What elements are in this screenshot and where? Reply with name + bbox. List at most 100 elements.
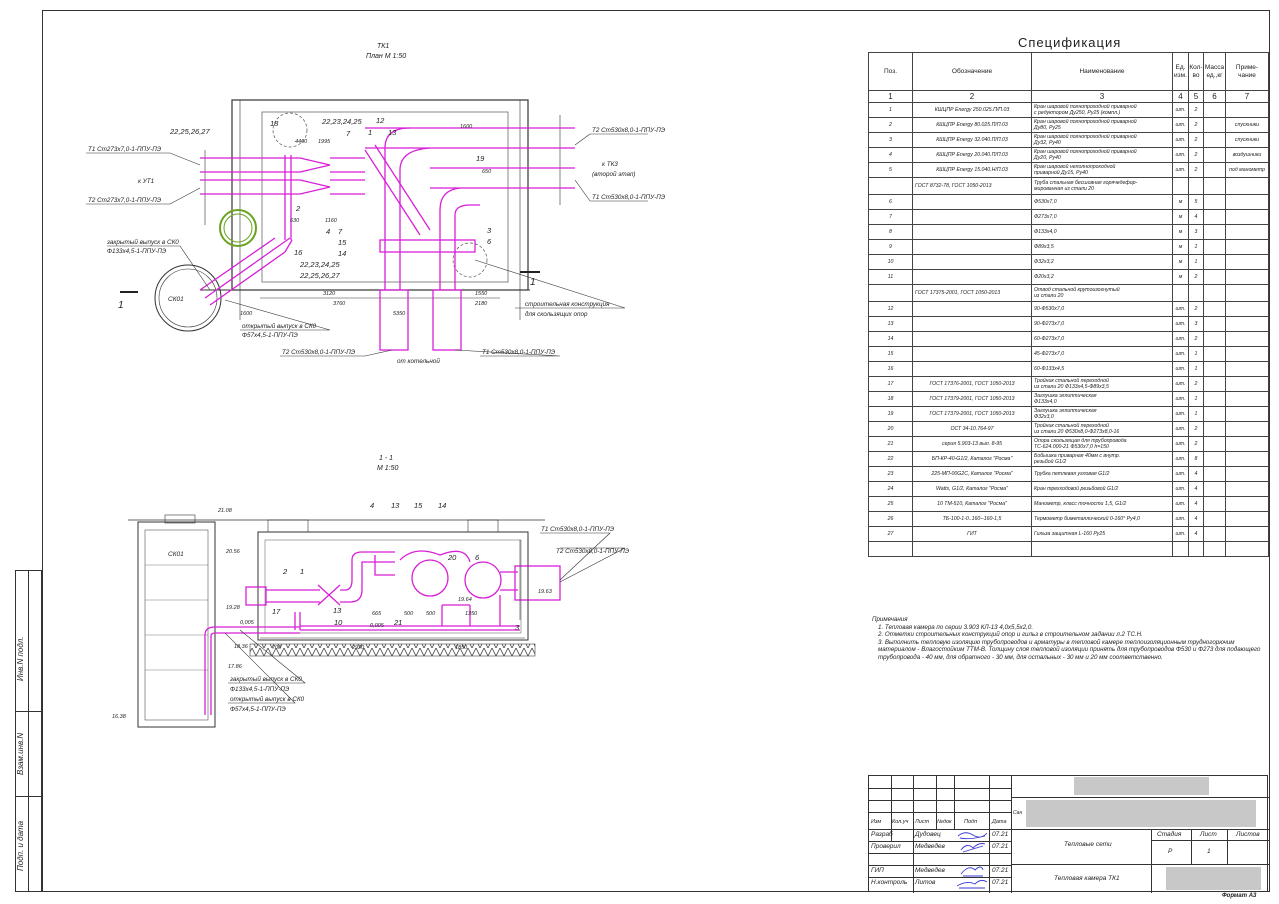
spec-cell-name: 45-Ф273х7,0 — [1031, 346, 1173, 362]
dimension: 665 — [372, 611, 382, 617]
spec-cell-note — [1225, 316, 1269, 332]
callout: 6 — [475, 553, 480, 562]
spec-cell-pos: 1 — [868, 102, 913, 118]
spec-cell-unit: шт. — [1172, 162, 1189, 178]
spec-cell-mass — [1203, 376, 1226, 392]
spec-cell-note — [1225, 254, 1269, 270]
dimension: 500 — [426, 611, 436, 617]
spec-cell-note — [1225, 194, 1269, 210]
spec-cell-qty — [1188, 177, 1204, 195]
format-label: Формат А3 — [1222, 893, 1257, 899]
spec-cell-des: КШЦПР Energy 250.025.П/П.03 — [912, 102, 1032, 118]
spec-header-cell: Обозначение — [912, 52, 1032, 91]
side-stamp: Взам.инв.N Подп. и дата Инв.N подл. — [15, 570, 42, 892]
spec-cell-des — [912, 224, 1032, 240]
spec-cell-unit: шт. — [1172, 102, 1189, 118]
spec-cell-des: ГИТ — [912, 526, 1032, 542]
spec-cell-unit: шт. — [1172, 117, 1189, 133]
notes-title: Примечания — [872, 616, 908, 623]
spec-header-cell: Поз. — [868, 52, 913, 91]
spec-cell-qty: 1 — [1188, 346, 1204, 362]
spec-cell-qty: 1 — [1188, 361, 1204, 377]
spec-cell-des — [912, 346, 1032, 362]
callout: 2 — [282, 567, 288, 576]
spec-cell-unit: шт. — [1172, 496, 1189, 512]
spec-cell-name: Ф89х3,5 — [1031, 239, 1173, 255]
spec-cell-des — [912, 331, 1032, 347]
spec-cell-pos: 27 — [868, 526, 913, 542]
callout: 4 — [326, 227, 330, 236]
spec-cell-des: ГОСТ 17376-2001, ГОСТ 1050-2013 — [912, 376, 1032, 392]
spec-cell-qty: 1 — [1188, 391, 1204, 407]
foundation-hatch — [249, 643, 536, 657]
spec-cell-pos: 20 — [868, 421, 913, 437]
chamber-section — [257, 531, 529, 641]
spec-cell-note — [1225, 481, 1269, 497]
dimension: 1850 — [455, 645, 468, 651]
spec-cell-pos: 16 — [868, 361, 913, 377]
spec-cell-mass — [1203, 194, 1226, 210]
spec-cell-des — [912, 194, 1032, 210]
spec-cell-unit: м — [1172, 224, 1189, 240]
tb-header: Дата — [992, 819, 1007, 825]
note-item: 1. Тепловая камера по серии 3.903 КЛ-13 … — [878, 623, 1034, 631]
tb-date: 07.21 — [992, 879, 1009, 886]
spec-cell-note — [1225, 102, 1269, 118]
spec-cell-note — [1225, 269, 1269, 285]
callout: 3 — [515, 623, 520, 632]
spec-cell-unit: м — [1172, 209, 1189, 225]
spec-cell-unit: шт. — [1172, 132, 1189, 148]
title-block: Сан Изм Кол.уч Лист №док Подп Дата Разра… — [868, 775, 1269, 893]
spec-cell-note — [1225, 209, 1269, 225]
spec-cell-des: ГОСТ 8732-78, ГОСТ 1050-2013 — [912, 177, 1032, 195]
plan-scale: План М 1:50 — [366, 53, 406, 60]
plan-view: ТК1 План М 1:50 — [86, 43, 666, 365]
spec-cell-note: спускники — [1225, 117, 1269, 133]
spec-cell-des: БП-КР-40-G1/2, Каталог "Росма" — [912, 451, 1032, 467]
spec-cell-unit: шт. — [1172, 451, 1189, 467]
spec-cell-qty: 4 — [1188, 209, 1204, 225]
spec-cell-pos: 5 — [868, 162, 913, 178]
spec-cell-name: Заглушка эллиптическая Ф133х4,0 — [1031, 391, 1173, 407]
spec-cell-name: 60-Ф133х4,5 — [1031, 361, 1173, 377]
dimension: 3760 — [333, 301, 346, 307]
spec-cell-name: Кран шаровой полнопроходной приварной Ду… — [1031, 147, 1173, 163]
spec-column-number: 1 — [868, 90, 913, 103]
spec-cell-mass — [1203, 117, 1226, 133]
redacted-field — [1074, 777, 1209, 795]
spec-cell-unit: шт. — [1172, 301, 1189, 317]
spec-cell-unit: шт. — [1172, 481, 1189, 497]
spec-column-number: 7 — [1225, 90, 1269, 103]
spec-cell-des — [912, 254, 1032, 270]
callout: 15 — [338, 238, 347, 247]
spec-cell-des: ГОСТ 17379-2001, ГОСТ 1050-2013 — [912, 406, 1032, 422]
spec-cell-des — [912, 239, 1032, 255]
spec-cell-pos: 6 — [868, 194, 913, 210]
structure-label-2: для скользящих опор — [525, 310, 588, 318]
dimension: 1350 — [465, 611, 478, 617]
spec-header-cell: Масса ед.,кг — [1203, 52, 1226, 91]
spec-cell-name: Труба стальная бесшовная горячедефор- ми… — [1031, 177, 1173, 195]
stamp-divider — [28, 571, 29, 891]
spec-cell-mass — [1203, 269, 1226, 285]
drawing-frame — [42, 10, 1270, 892]
spec-cell-pos: 15 — [868, 346, 913, 362]
open-outlet-label: открытый выпуск в СК0 — [242, 322, 317, 330]
note-item: 2. Отметки строительных конструкций опор… — [878, 631, 1143, 639]
spec-cell-qty: 4 — [1188, 466, 1204, 482]
spec-cell-des — [912, 541, 1032, 557]
open-outlet-pipe: Ф57х4,5-1-ППУ-ПЭ — [242, 332, 298, 339]
spec-cell-unit: шт. — [1172, 316, 1189, 332]
spec-cell-mass — [1203, 254, 1226, 270]
spec-cell-note — [1225, 284, 1269, 302]
second-stage-label: (второй этап) — [592, 170, 636, 178]
spec-cell-unit: шт. — [1172, 376, 1189, 392]
spec-cell-note — [1225, 239, 1269, 255]
spec-cell-mass — [1203, 436, 1226, 452]
